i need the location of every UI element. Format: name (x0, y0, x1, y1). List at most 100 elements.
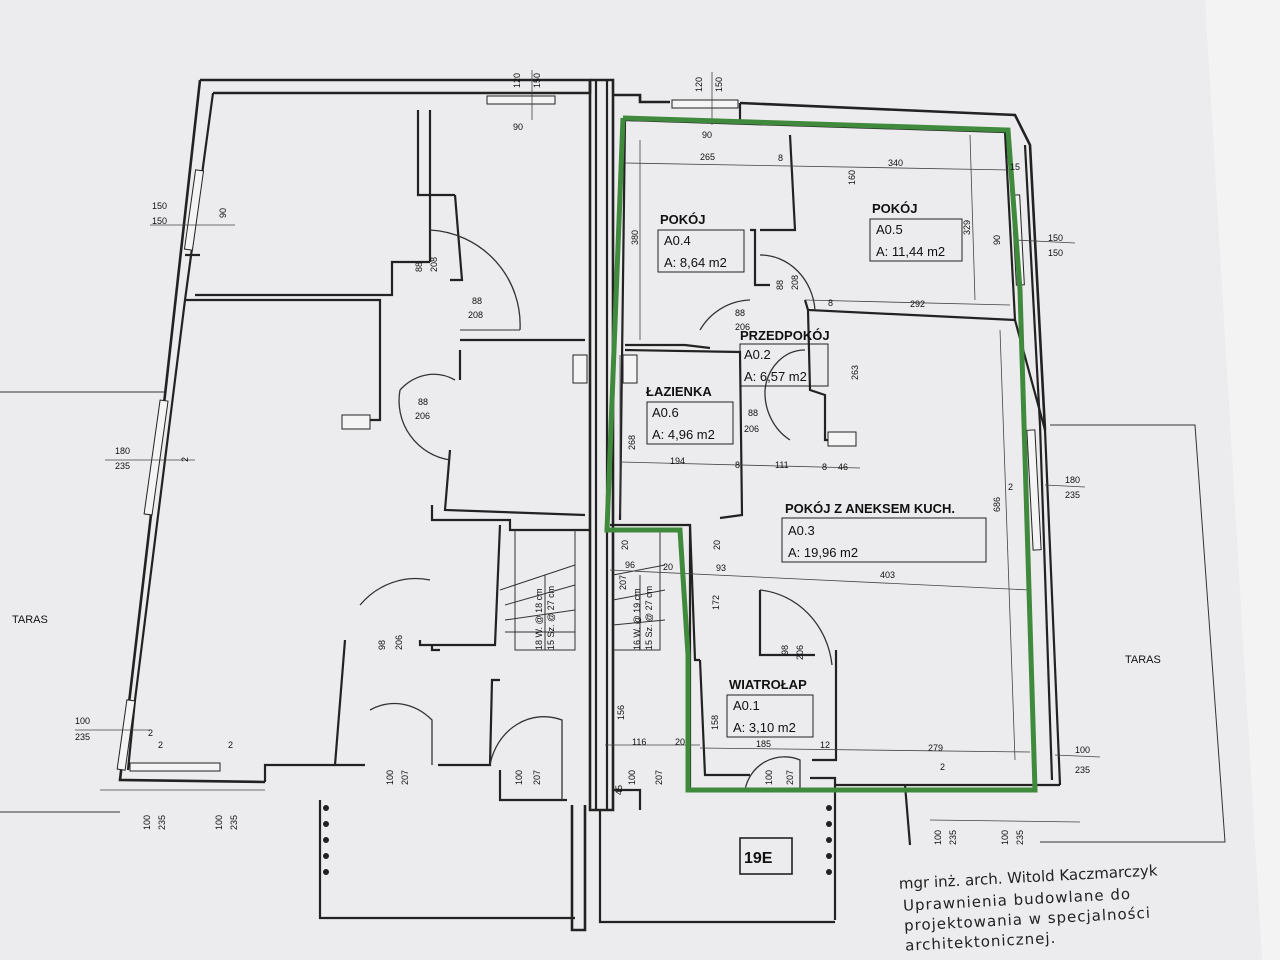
dim-label: 194 (670, 456, 685, 466)
dim-label: 100 (933, 830, 943, 845)
vent-left-1 (341, 414, 371, 430)
dim-label: 45 (614, 785, 624, 795)
dim-label: 150 (152, 216, 167, 226)
dim-label: 2 (228, 740, 233, 750)
dim-label: 100 (75, 716, 90, 726)
dim-label: 207 (532, 770, 542, 785)
dim-label: 156 (616, 705, 626, 720)
paper-edge-shade (1205, 0, 1280, 960)
dim-label: 235 (948, 830, 958, 845)
window-right-mid (1026, 429, 1042, 551)
window-right-top (671, 99, 739, 109)
window-left-low (116, 699, 136, 771)
room-a06-code: A0.6 (652, 405, 679, 420)
dim-label: 88 (748, 408, 758, 418)
room-a03-name: POKÓJ Z ANEKSEM KUCH. (785, 501, 955, 516)
window-left-bottom (129, 762, 221, 772)
terrace-outlines (0, 391, 1226, 843)
dim-label: 88 (735, 308, 745, 318)
dim-label: 100 (514, 770, 524, 785)
room-a05-area: A: 11,44 m2 (876, 244, 945, 259)
dim-label: 206 (735, 322, 750, 332)
dim-label: 208 (429, 257, 439, 272)
dim-label: 120 (694, 77, 704, 92)
dim-label: 329 (962, 220, 972, 235)
dim-label: 93 (716, 563, 726, 573)
dim-label: 160 (847, 170, 857, 185)
dim-label: 20 (620, 540, 630, 550)
entrance-steps (323, 805, 832, 875)
room-a04-code: A0.4 (664, 233, 691, 248)
stairs-left-treads: 15 Sz. @ 27 cm (546, 586, 556, 650)
dim-label: 235 (1015, 830, 1025, 845)
unit-boundary-outline (604, 115, 1038, 793)
dim-label: 111 (775, 460, 789, 470)
dim-label: 208 (468, 310, 483, 320)
room-a06-area: A: 4,96 m2 (652, 427, 715, 442)
dim-label: 268 (627, 435, 637, 450)
dim-label: 100 (1000, 830, 1010, 845)
dim-label: 207 (785, 770, 795, 785)
dim-label: 206 (795, 645, 805, 660)
stairs-left-risers: 18 W. @ 18 cm (534, 588, 544, 650)
room-a04-name: POKÓJ (660, 212, 706, 227)
dim-label: 20 (663, 562, 673, 572)
dim-label: 90 (513, 122, 523, 132)
dim-label: 90 (218, 208, 228, 218)
dim-label: 403 (880, 570, 895, 580)
dim-label: 88 (418, 397, 428, 407)
unit-label-box (739, 837, 793, 875)
unit-label: 19E (744, 850, 773, 867)
dim-label: 8 (778, 153, 783, 163)
dim-label: 208 (790, 275, 800, 290)
room-a02-area: A: 6,57 m2 (744, 369, 807, 384)
dim-label: 120 (512, 73, 522, 88)
dim-label: 100 (214, 815, 224, 830)
dim-label: 150 (152, 201, 167, 211)
taras-left-label: TARAS (12, 614, 48, 626)
window-left-upper (183, 169, 205, 251)
room-a05-code: A0.5 (876, 222, 903, 237)
room-tag-boxes (646, 218, 987, 875)
dim-label: 180 (1065, 475, 1080, 485)
dim-label: 206 (415, 411, 430, 421)
dim-label: 2 (1008, 482, 1013, 492)
dim-label: 686 (992, 497, 1002, 512)
room-a01-area: A: 3,10 m2 (733, 720, 796, 735)
vent-right-2 (827, 431, 857, 447)
dim-label: 265 (700, 152, 715, 162)
dim-label: 8 (735, 460, 740, 470)
dim-label: 20 (712, 540, 722, 550)
dim-label: 88 (775, 280, 785, 290)
dim-label: 150 (532, 73, 542, 88)
dimension-labels: 120 150 90 120 150 90 265 8 340 15 380 3… (75, 73, 1090, 845)
vent-left-2 (572, 354, 588, 384)
dim-label: 116 (632, 737, 646, 747)
left-stairs (499, 530, 576, 651)
dim-label: 12 (820, 740, 830, 750)
dim-label: 263 (850, 365, 860, 380)
room-a06-name: ŁAZIENKA (646, 384, 712, 399)
dim-label: 207 (654, 770, 664, 785)
dim-label: 100 (627, 770, 637, 785)
dim-label: 90 (702, 130, 712, 140)
dim-label: 150 (1048, 233, 1063, 243)
room-a02-code: A0.2 (744, 347, 771, 362)
room-a04-area: A: 8,64 m2 (664, 255, 727, 270)
dim-label: 340 (888, 158, 903, 168)
taras-right-label: TARAS (1125, 654, 1161, 666)
right-unit-doors (699, 254, 833, 791)
dim-label: 180 (115, 446, 130, 456)
left-unit-doors (359, 229, 563, 800)
dim-label: 235 (1075, 765, 1090, 775)
dimension-lines (75, 70, 1101, 823)
room-a01-code: A0.1 (733, 698, 760, 713)
window-left-mid (143, 399, 169, 516)
dim-label: 2 (148, 728, 153, 738)
dim-label: 207 (400, 770, 410, 785)
stairs-right-risers: 16 W. @ 19 cm (632, 588, 642, 650)
dim-label: 172 (711, 595, 721, 610)
dim-label: 279 (928, 743, 943, 753)
dim-label: 100 (1075, 745, 1090, 755)
